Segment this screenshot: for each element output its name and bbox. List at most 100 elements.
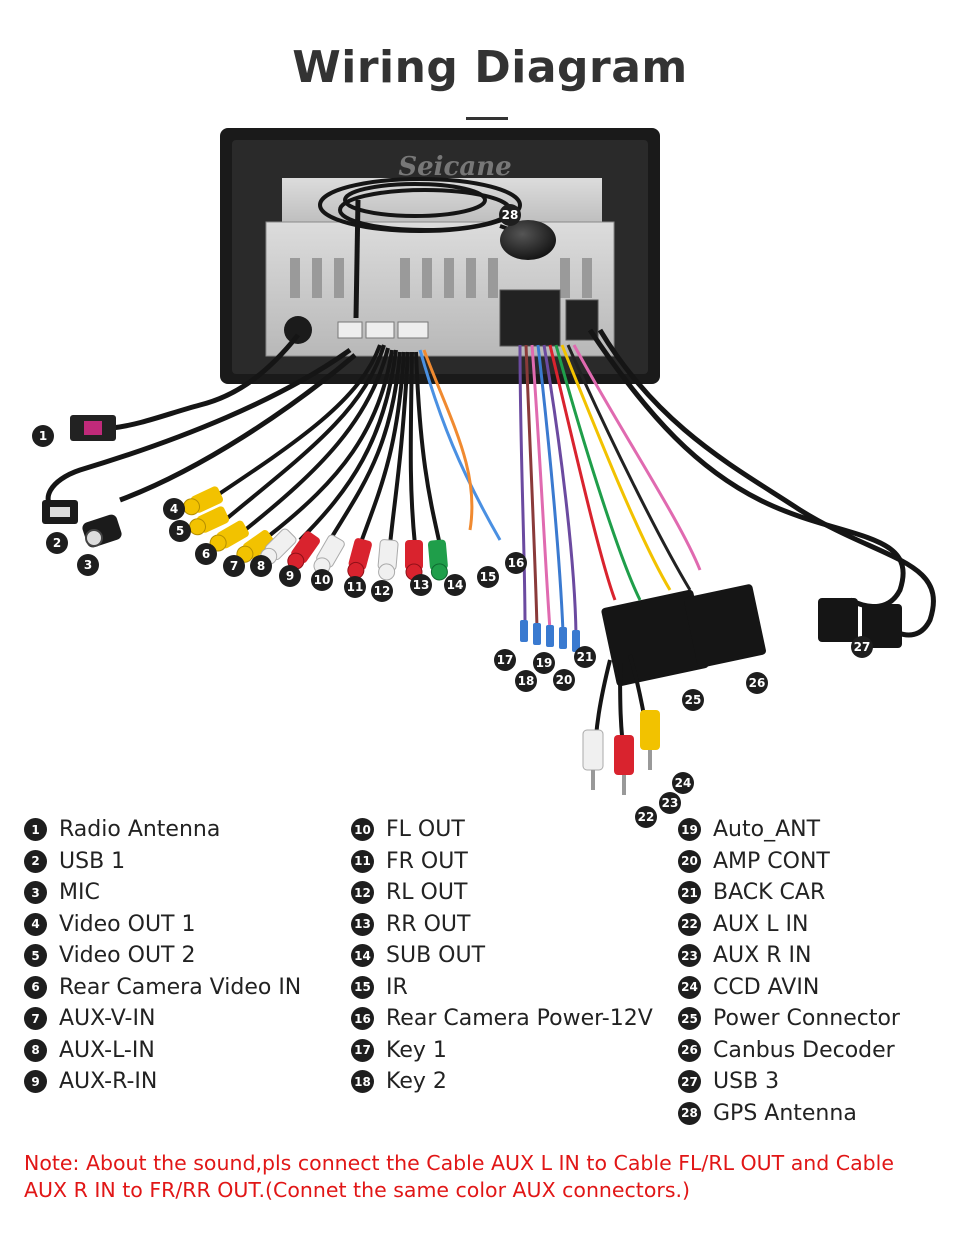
legend-label: AUX-L-IN bbox=[59, 1037, 155, 1063]
legend-label: CCD AVIN bbox=[713, 974, 820, 1000]
marker-27: 27 bbox=[851, 636, 873, 658]
marker-24: 24 bbox=[672, 772, 694, 794]
legend-number: 24 bbox=[678, 975, 701, 999]
note-line-1: Note: About the sound,pls connect the Ca… bbox=[24, 1151, 894, 1175]
svg-text:3: 3 bbox=[84, 558, 92, 572]
callout-markers: 1 2 3 4 5 6 7 8 9 10 11 12 13 14 15 16 1… bbox=[32, 204, 873, 828]
legend-label: Radio Antenna bbox=[59, 817, 221, 843]
marker-18: 18 bbox=[515, 670, 537, 692]
gps-antenna bbox=[318, 177, 556, 319]
usb-mic-cables bbox=[42, 347, 357, 548]
legend-item: 3 MIC bbox=[24, 877, 301, 909]
legend-number: 23 bbox=[678, 944, 701, 968]
wiring-illustration: Seicane bbox=[32, 128, 936, 828]
usb3-plugs bbox=[818, 598, 902, 648]
radio-antenna-cable bbox=[70, 333, 300, 441]
marker-13: 13 bbox=[410, 574, 432, 596]
brand-watermark: Seicane bbox=[398, 152, 511, 182]
svg-text:2: 2 bbox=[53, 536, 61, 550]
svg-text:9: 9 bbox=[286, 569, 294, 583]
legend-item: 17 Key 1 bbox=[351, 1035, 653, 1067]
legend-number: 5 bbox=[24, 944, 47, 968]
legend-number: 6 bbox=[24, 975, 47, 999]
svg-text:10: 10 bbox=[314, 573, 331, 587]
legend-label: AUX-V-IN bbox=[59, 1006, 156, 1032]
marker-8: 8 bbox=[250, 555, 272, 577]
legend-item: 9 AUX-R-IN bbox=[24, 1066, 301, 1098]
svg-text:6: 6 bbox=[202, 547, 210, 561]
legend-label: Rear Camera Video IN bbox=[59, 974, 302, 1000]
marker-20: 20 bbox=[553, 669, 575, 691]
legend-item: 6 Rear Camera Video IN bbox=[24, 972, 301, 1004]
marker-26: 26 bbox=[746, 672, 768, 694]
legend-label: AUX-R-IN bbox=[59, 1069, 158, 1095]
legend-number: 13 bbox=[351, 912, 374, 936]
usb3-cables bbox=[587, 328, 936, 638]
svg-text:1: 1 bbox=[39, 429, 47, 443]
svg-text:12: 12 bbox=[374, 584, 391, 598]
legend-number: 2 bbox=[24, 849, 47, 873]
legend-label: Key 1 bbox=[386, 1037, 447, 1063]
legend-label: SUB OUT bbox=[386, 943, 486, 969]
marker-1: 1 bbox=[32, 425, 54, 447]
head-unit: Seicane bbox=[220, 128, 660, 384]
marker-19: 19 bbox=[533, 652, 555, 674]
svg-text:27: 27 bbox=[854, 640, 871, 654]
svg-text:5: 5 bbox=[176, 524, 184, 538]
legend-number: 26 bbox=[678, 1038, 701, 1062]
svg-text:24: 24 bbox=[675, 776, 692, 790]
legend-label: USB 3 bbox=[713, 1069, 780, 1095]
legend-number: 17 bbox=[351, 1038, 374, 1062]
canbus-decoder bbox=[684, 584, 766, 668]
svg-text:26: 26 bbox=[749, 676, 766, 690]
legend-number: 18 bbox=[351, 1070, 374, 1094]
legend-number: 9 bbox=[24, 1070, 47, 1094]
legend-number: 12 bbox=[351, 881, 374, 905]
marker-17: 17 bbox=[494, 649, 516, 671]
svg-text:13: 13 bbox=[413, 578, 430, 592]
legend-number: 3 bbox=[24, 881, 47, 905]
marker-16: 16 bbox=[505, 552, 527, 574]
marker-4: 4 bbox=[163, 498, 185, 520]
marker-6: 6 bbox=[195, 543, 217, 565]
title-underline bbox=[466, 117, 508, 120]
aux-rca-plugs bbox=[582, 654, 660, 795]
legend-number: 1 bbox=[24, 818, 47, 842]
marker-15: 15 bbox=[477, 566, 499, 588]
legend-number: 20 bbox=[678, 849, 701, 873]
legend-label: Rear Camera Power-12V bbox=[386, 1006, 653, 1032]
legend-label: MIC bbox=[59, 880, 100, 906]
legend-label: FL OUT bbox=[386, 817, 465, 843]
svg-text:18: 18 bbox=[518, 674, 535, 688]
power-harness bbox=[518, 344, 702, 636]
sound-connection-note: Note: About the sound,pls connect the Ca… bbox=[24, 1150, 964, 1204]
marker-5: 5 bbox=[169, 520, 191, 542]
svg-text:17: 17 bbox=[497, 653, 514, 667]
svg-text:22: 22 bbox=[638, 810, 655, 824]
ir-wire bbox=[418, 349, 502, 541]
svg-text:25: 25 bbox=[685, 693, 702, 707]
legend-label: BACK CAR bbox=[713, 880, 826, 906]
svg-text:11: 11 bbox=[347, 580, 364, 594]
camera-power-wire bbox=[422, 349, 474, 531]
legend-label: FR OUT bbox=[386, 848, 468, 874]
